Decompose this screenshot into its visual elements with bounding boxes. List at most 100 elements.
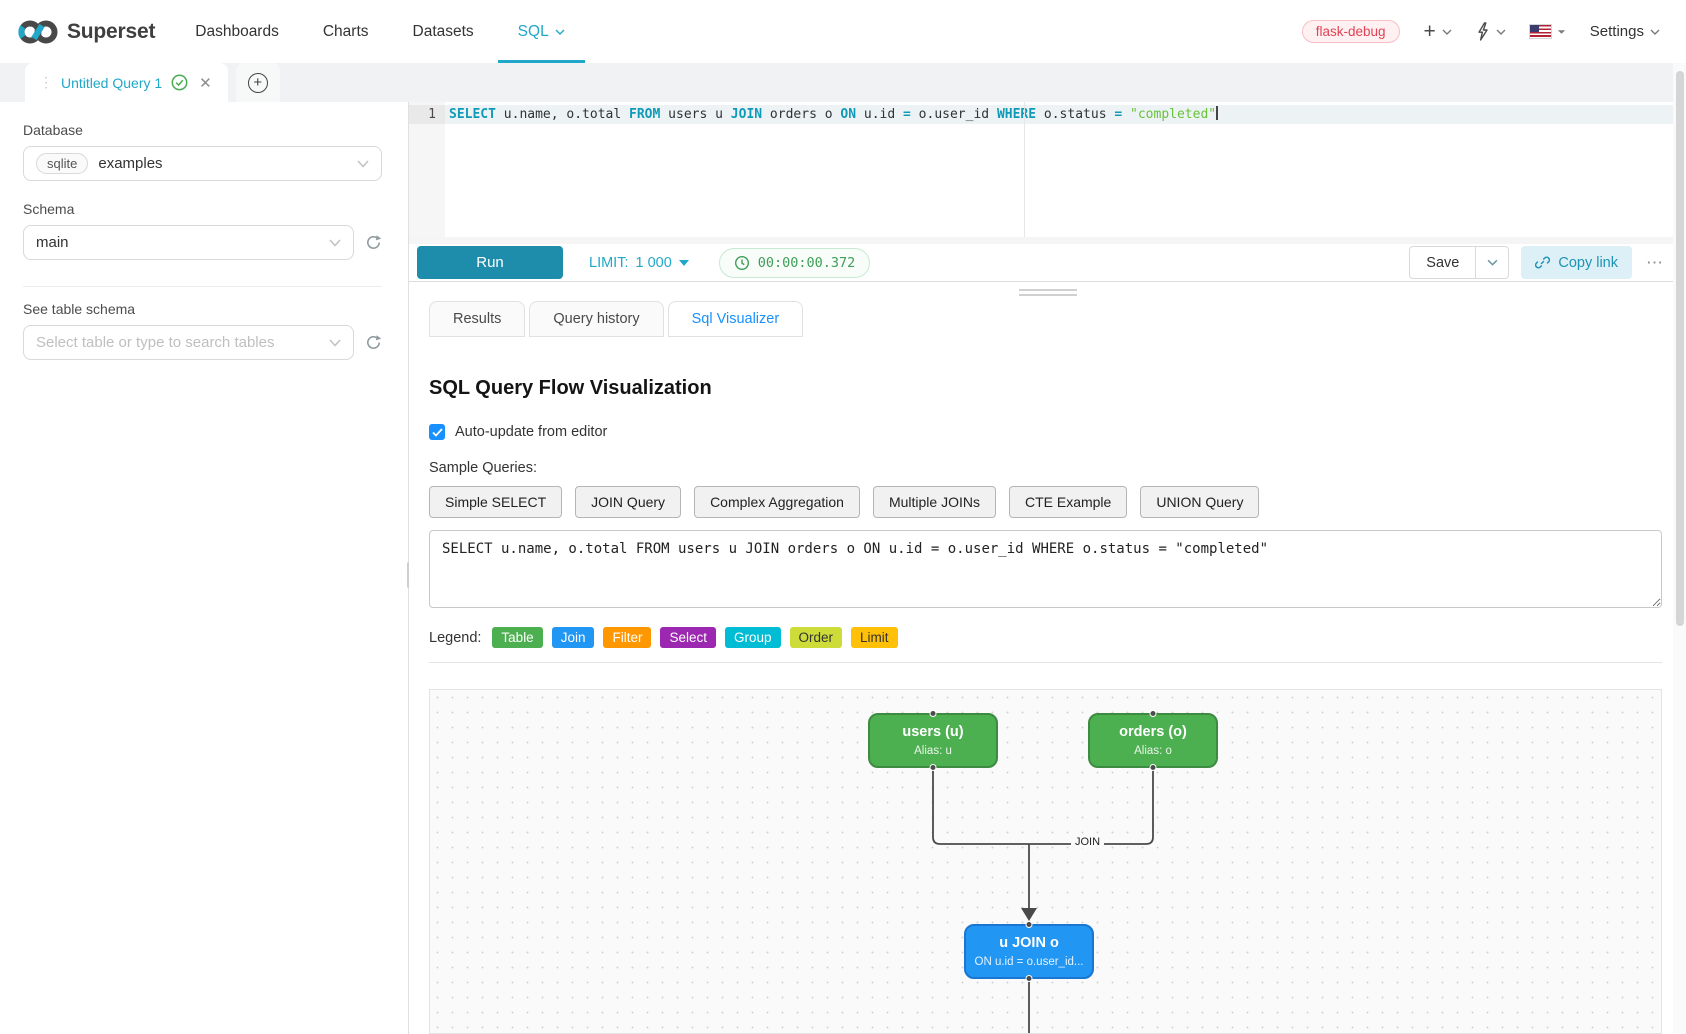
nav-sql[interactable]: SQL [497,0,585,63]
node-handle[interactable] [1025,921,1033,928]
sql-token: = [1114,107,1123,122]
checkbox-checked-icon[interactable] [429,424,445,440]
table-select[interactable]: Select table or type to search tables [23,325,354,360]
flow-node-users[interactable]: users (u) Alias: u [868,710,998,771]
new-query-tab-button[interactable]: + [235,63,280,102]
sample-query-button[interactable]: Simple SELECT [429,486,563,518]
chevron-down-icon [1487,259,1498,267]
sample-query-button[interactable]: Complex Aggregation [694,486,860,518]
flow-node-join[interactable]: u JOIN o ON u.id = o.user_id... [964,921,1094,982]
node-handle[interactable] [1149,710,1157,717]
sql-token: users u [660,107,731,122]
legend-badge: Order [789,627,843,648]
sql-token: o.user_id [910,107,997,122]
sqllab-sidebar: Database sqlite examples Schema main See… [0,102,410,1034]
database-label: Database [23,122,83,138]
node-handle[interactable] [929,710,937,717]
limit-label: LIMIT: [589,254,629,271]
chevron-down-icon [1650,29,1660,35]
result-tabs: Results Query history Sql Visualizer [409,301,1686,337]
tab-results[interactable]: Results [429,301,526,337]
top-navbar: Superset Dashboards Charts Datasets SQL … [0,0,1686,63]
nav-charts[interactable]: Charts [322,22,369,40]
sql-token: orders o [762,107,841,122]
copy-link-button[interactable]: Copy link [1521,246,1632,280]
sample-queries-row: Simple SELECT JOIN Query Complex Aggregati… [429,486,1662,518]
query-tab-untitled[interactable]: ⋮ Untitled Query 1 ✕ [25,63,228,102]
flow-edges [932,770,1154,1033]
sample-query-button[interactable]: CTE Example [1008,486,1128,518]
query-text-input[interactable]: SELECT u.name, o.total FROM users u JOIN… [429,530,1662,608]
legend-badge: Limit [851,627,898,648]
timer-value: 00:00:00.372 [757,254,856,271]
legend-badge: Join [551,627,595,648]
caret-down-icon [1557,29,1565,34]
refresh-schema-icon[interactable] [365,234,382,251]
database-select[interactable]: sqlite examples [23,146,382,181]
run-button[interactable]: Run [417,246,563,280]
page-scrollbar[interactable] [1673,63,1686,1034]
auto-update-checkbox-row[interactable]: Auto-update from editor [429,424,1662,440]
sample-query-button[interactable]: Multiple JOINs [872,486,996,518]
save-dropdown-button[interactable] [1476,246,1510,280]
node-handle[interactable] [929,764,937,771]
chevron-down-icon [555,29,565,35]
join-edge-label: JOIN [1071,836,1105,848]
south-pane-resize-handle[interactable] [1018,286,1077,299]
sql-editor[interactable]: 1 SELECT u.name, o.total FROM users u JO… [409,102,1686,237]
sql-token: u.id [856,107,904,122]
flow-canvas[interactable]: users (u) Alias: u orders (o) Alias: o u… [429,689,1662,1034]
more-actions-button[interactable]: ⋯ [1646,252,1664,272]
tab-query-history[interactable]: Query history [529,301,664,337]
sql-token: JOIN [730,107,763,122]
sample-query-button[interactable]: UNION Query [1140,486,1260,518]
refresh-tables-icon[interactable] [365,334,382,351]
plus-circle-icon: + [247,72,268,93]
language-menu[interactable] [1528,24,1566,39]
limit-dropdown[interactable]: LIMIT: 1 000 [589,255,689,271]
sql-token: SELECT [449,107,496,122]
drag-handle-icon[interactable]: ⋮ [39,74,53,90]
nav-dashboards[interactable]: Dashboards [195,22,279,40]
chevron-down-icon [329,238,341,247]
check-circle-icon [171,74,188,91]
clock-icon [734,255,749,270]
sql-token [1122,107,1130,122]
database-name: examples [98,155,163,172]
sample-query-button[interactable]: JOIN Query [575,486,682,518]
main-nav: Dashboards Charts Datasets SQL [195,0,585,63]
legend-badge: Group [725,627,781,648]
sql-visualizer-pane: SQL Query Flow Visualization Auto-update… [409,337,1686,1034]
query-tab-title[interactable]: Untitled Query 1 [61,74,163,91]
nav-datasets[interactable]: Datasets [412,22,474,40]
sidebar-resize-handle[interactable] [407,562,410,588]
schema-select[interactable]: main [23,225,354,260]
superset-logo[interactable]: Superset [17,19,155,45]
node-handle[interactable] [1025,975,1033,982]
editor-bottom-strip [409,236,1686,245]
save-button[interactable]: Save [1409,246,1477,280]
chevron-down-icon [329,338,341,347]
node-handle[interactable] [1149,764,1157,771]
table-schema-label: See table schema [23,301,136,317]
close-tab-icon[interactable]: ✕ [199,74,212,92]
sample-queries-label: Sample Queries: [429,460,537,476]
caret-down-icon [678,259,689,266]
sql-token: o.status [1036,107,1115,122]
brand-name: Superset [67,19,156,43]
new-item-menu[interactable]: + [1424,21,1452,42]
flow-node-orders[interactable]: orders (o) Alias: o [1088,710,1218,771]
sql-token: WHERE [996,107,1037,122]
sidebar-divider [23,286,382,287]
us-flag-icon [1528,24,1552,39]
schema-label: Schema [23,201,75,217]
text-cursor [1216,106,1218,120]
scrollbar-thumb[interactable] [1675,71,1684,626]
settings-menu[interactable]: Settings [1590,23,1660,40]
editor-gutter: 1 [409,102,445,237]
legend-badge: Table [492,627,543,648]
tab-sql-visualizer[interactable]: Sql Visualizer [667,301,804,337]
table-select-placeholder: Select table or type to search tables [36,334,275,351]
legend-badge: Filter [603,627,652,648]
query-search-menu[interactable] [1476,22,1506,41]
